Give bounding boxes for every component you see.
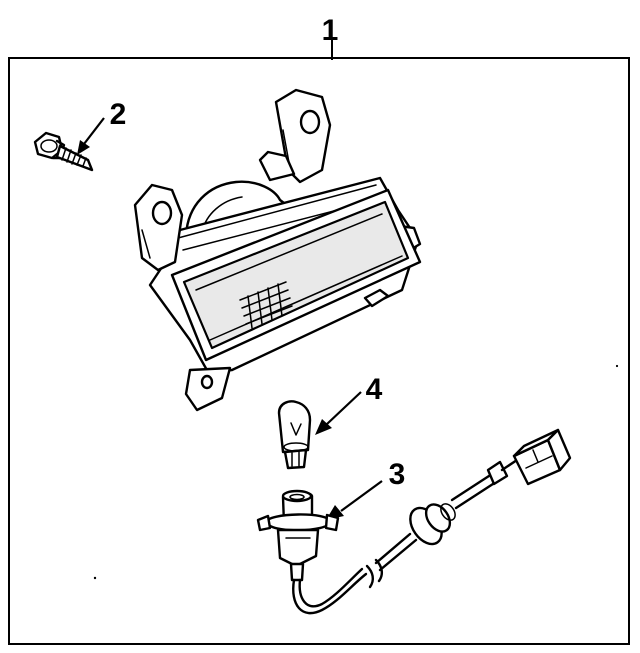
bulb-icon [277, 400, 312, 470]
grommet-icon [409, 503, 456, 546]
socket-icon [256, 489, 340, 582]
leader-arrow-2 [77, 117, 105, 155]
leader-arrow-4 [315, 391, 362, 435]
wire-harness [292, 456, 522, 615]
screw-icon [33, 131, 94, 172]
leader-arrow-3 [326, 480, 383, 520]
callout-4: 4 [366, 373, 383, 406]
speck [93, 576, 97, 580]
callout-3: 3 [389, 458, 406, 491]
lens-grid [239, 281, 293, 329]
speck [615, 364, 619, 368]
assembly-frame [8, 40, 630, 645]
harness-connector-icon [512, 428, 572, 486]
callout-1: 1 [322, 14, 339, 47]
lamp-housing [133, 88, 422, 412]
callout-2: 2 [110, 98, 127, 131]
